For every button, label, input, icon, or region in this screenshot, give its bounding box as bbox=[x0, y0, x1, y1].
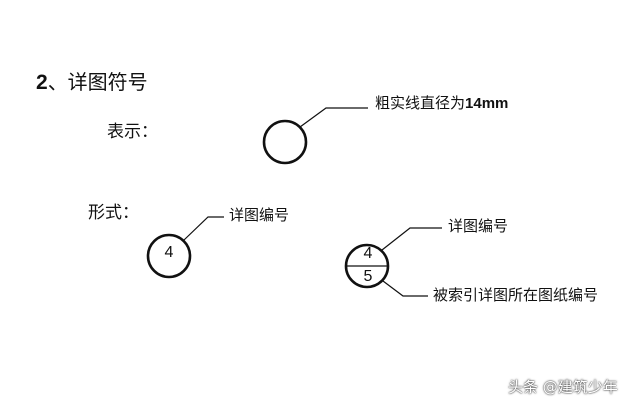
circle-number-single: 4 bbox=[164, 244, 174, 261]
thick-circle-example bbox=[262, 119, 308, 165]
label-form: 形式： bbox=[88, 203, 139, 223]
note-detail-number-single: 详图编号 bbox=[229, 206, 290, 224]
section-heading: 2、详图符号 bbox=[36, 72, 148, 93]
leader-line-sheet bbox=[382, 280, 428, 297]
note-diameter-value: 14mm bbox=[465, 95, 509, 112]
note-detail-number-split: 详图编号 bbox=[448, 217, 509, 235]
leader-line-detail-1 bbox=[183, 216, 224, 241]
note-sheet-number: 被索引详图所在图纸编号 bbox=[433, 286, 599, 304]
leader-line-diameter bbox=[299, 107, 368, 128]
watermark-text: 头条 @建筑少年 bbox=[508, 378, 618, 396]
note-thick-line-diameter: 粗实线直径为14mm bbox=[375, 94, 509, 112]
leader-line-detail-2 bbox=[381, 227, 442, 251]
heading-number: 2 bbox=[36, 71, 48, 94]
circle-number-bottom: 5 bbox=[363, 268, 373, 285]
circle-number-top: 4 bbox=[363, 245, 373, 262]
note-diameter-prefix: 粗实线直径为 bbox=[375, 94, 466, 112]
heading-text: 、详图符号 bbox=[47, 70, 148, 94]
label-representation: 表示： bbox=[107, 122, 158, 142]
detail-circle-single bbox=[146, 233, 192, 279]
